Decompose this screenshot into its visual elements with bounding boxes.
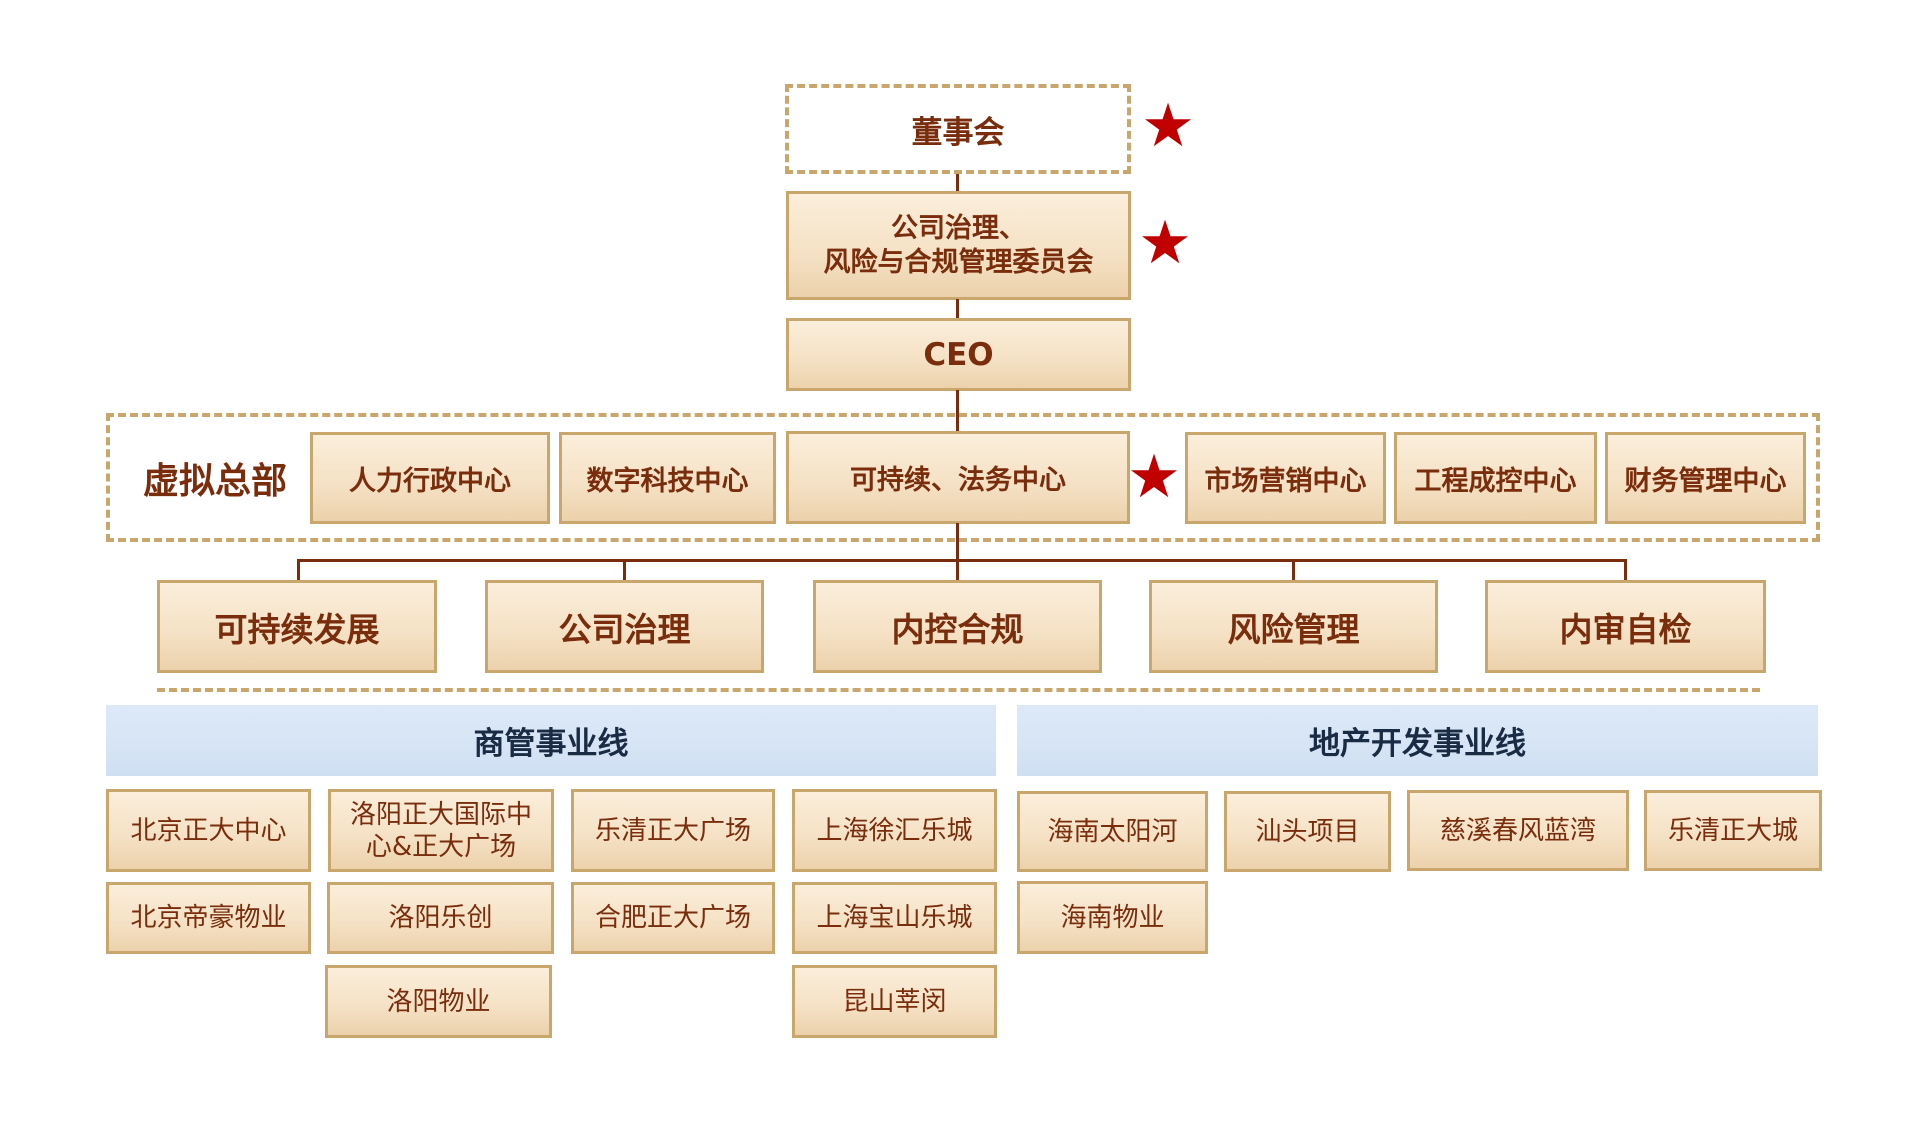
board-box[interactable] [785,84,1131,174]
ceo-box[interactable]: CEO [786,318,1131,391]
unit-box[interactable]: 海南物业 [1017,881,1208,954]
connector-committee-ceo [956,299,959,319]
connector-board-committee [956,174,959,192]
board-label: 董事会 [911,114,1005,151]
function-label: 风险管理 [1227,609,1360,649]
unit-label: 汕头项目 [1255,816,1360,847]
unit-label: 乐清正大广场 [594,815,751,846]
unit-box[interactable]: 合肥正大广场 [571,882,775,954]
functions-divider [157,688,1760,692]
vhq-center-hr-admin[interactable]: 人力行政中心 [310,432,550,524]
commercial-line-title: 商管事业线 [473,726,629,762]
unit-box[interactable]: 北京正大中心 [106,789,311,872]
real-estate-line-title: 地产开发事业线 [1309,726,1526,762]
virtual-hq-label: 虚拟总部 [143,461,288,502]
unit-box[interactable]: 洛阳正大国际中心&正大广场 [328,789,554,872]
unit-box[interactable]: 海南太阳河 [1017,791,1208,872]
unit-box[interactable]: 北京帝豪物业 [106,882,311,954]
connector-function [1624,559,1627,580]
vhq-center-engineering-cost[interactable]: 工程成控中心 [1394,432,1597,524]
vhq-center-label: 工程成控中心 [1414,465,1577,497]
vhq-center-marketing[interactable]: 市场营销中心 [1185,432,1386,524]
unit-box[interactable]: 洛阳物业 [325,965,552,1038]
connector-function [297,559,300,580]
star-icon: ★ [1138,208,1192,278]
ceo-label: CEO [923,336,994,373]
function-label: 公司治理 [558,609,691,649]
unit-box[interactable]: 上海宝山乐城 [792,882,997,954]
unit-box[interactable]: 汕头项目 [1224,791,1391,872]
unit-box[interactable]: 慈溪春风蓝湾 [1407,790,1629,871]
unit-label: 北京帝豪物业 [130,903,287,933]
function-label: 内控合规 [891,609,1024,649]
connector-ceo-vhq [956,390,959,432]
unit-box[interactable]: 洛阳乐创 [327,882,554,954]
committee-label-line2: 风险与合规管理委员会 [823,246,1094,278]
function-sustainability[interactable]: 可持续发展 [157,580,437,673]
function-label: 内审自检 [1559,609,1692,649]
star-icon: ★ [1141,91,1195,161]
function-internal-control[interactable]: 内控合规 [813,580,1102,673]
function-label: 可持续发展 [214,609,380,649]
function-corporate-governance[interactable]: 公司治理 [485,580,764,673]
unit-label: 上海徐汇乐城 [816,815,973,846]
unit-box[interactable]: 乐清正大广场 [571,789,775,872]
commercial-line-header: 商管事业线 [106,705,996,776]
unit-label: 海南物业 [1060,902,1165,933]
vhq-center-finance[interactable]: 财务管理中心 [1605,432,1806,524]
unit-label: 洛阳正大国际中心&正大广场 [349,799,532,862]
real-estate-line-header: 地产开发事业线 [1017,705,1818,776]
star-icon: ★ [1127,442,1181,512]
unit-label: 洛阳乐创 [388,903,493,933]
vhq-center-label: 数字科技中心 [586,465,749,497]
unit-label: 上海宝山乐城 [816,903,973,933]
unit-label: 合肥正大广场 [594,903,751,933]
vhq-center-label: 人力行政中心 [349,465,511,497]
unit-box[interactable]: 昆山莘闵 [792,965,997,1038]
unit-label: 北京正大中心 [130,815,287,846]
vhq-center-sustainability-legal[interactable]: 可持续、法务中心 [786,431,1130,524]
function-risk-management[interactable]: 风险管理 [1149,580,1438,673]
unit-label: 乐清正大城 [1667,815,1798,846]
vhq-center-label: 财务管理中心 [1624,465,1787,497]
vhq-center-label: 可持续、法务中心 [850,465,1066,496]
connector-function [1292,559,1295,580]
connector-function [623,559,626,580]
connector-vhq-functions [956,523,959,580]
function-internal-audit[interactable]: 内审自检 [1485,580,1766,673]
virtual-hq-group [106,413,1820,542]
committee-label-line1: 公司治理、 [891,212,1026,244]
vhq-center-digital-tech[interactable]: 数字科技中心 [559,432,776,524]
connector-functions-bus [297,559,1627,562]
unit-box[interactable]: 乐清正大城 [1644,790,1822,871]
unit-label: 慈溪春风蓝湾 [1439,815,1596,846]
unit-label: 洛阳物业 [386,986,491,1017]
committee-box[interactable]: 公司治理、 风险与合规管理委员会 [786,191,1131,300]
unit-label: 昆山莘闵 [842,986,947,1017]
unit-label: 海南太阳河 [1047,816,1178,847]
vhq-center-label: 市场营销中心 [1204,465,1367,497]
unit-box[interactable]: 上海徐汇乐城 [792,789,997,872]
